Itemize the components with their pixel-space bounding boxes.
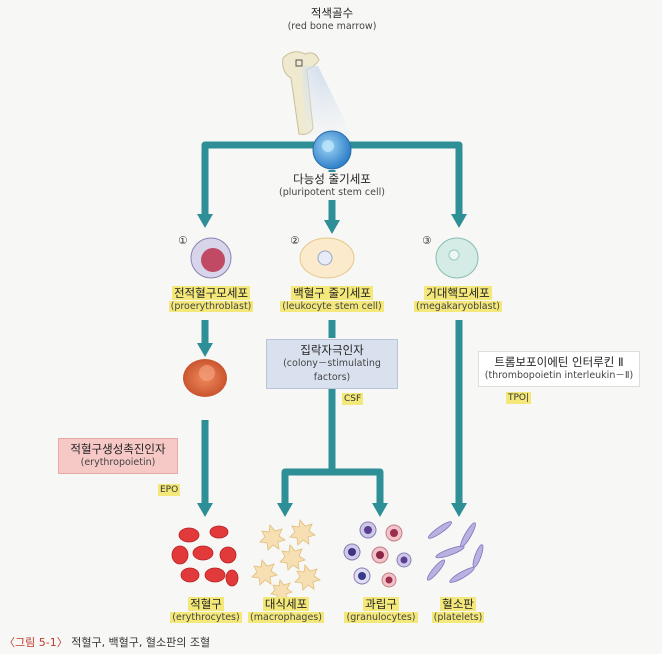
figure-caption: 〈그림 5-1〉 적혈구, 백혈구, 혈소판의 조혈 xyxy=(4,634,210,650)
tpo-tag: TPO| xyxy=(506,392,532,404)
megakaryoblast-en: (megakaryoblast) xyxy=(413,301,503,312)
erythrocytes-label: 적혈구 (erythrocytes) xyxy=(160,597,252,625)
platelets-ko: 혈소판 xyxy=(440,597,476,611)
tpo-box: 트롬보포이에틴 인터루킨 Ⅱ (thrombopoietin interleuk… xyxy=(478,351,640,387)
megakaryoblast-label: 거대핵모세포 (megakaryoblast) xyxy=(402,286,514,314)
erythrocytes-icon xyxy=(171,525,239,587)
csf-ko: 집락자극인자 xyxy=(300,343,364,357)
bone-icon xyxy=(282,51,352,135)
macrophages-icon xyxy=(251,519,321,602)
proerythroblast-label: 전적혈구모세포 (proerythroblast) xyxy=(150,286,272,314)
red-bone-marrow-en: (red bone marrow) xyxy=(287,21,377,32)
epo-box: 적혈구생성촉진인자 (erythropoietin) xyxy=(58,438,178,474)
epo-ko: 적혈구생성촉진인자 xyxy=(70,442,166,456)
red-bone-marrow-ko: 적색골수 xyxy=(310,6,354,20)
stem-cell-ko: 다능성 줄기세포 xyxy=(293,172,371,186)
platelets-icon xyxy=(426,521,484,583)
csf-box: 집락자극인자 (colony－stimulating factors) xyxy=(266,339,398,389)
branch-number-3: ③ xyxy=(422,235,432,247)
caption-text: 적혈구, 백혈구, 혈소판의 조혈 xyxy=(71,636,211,649)
macrophages-ko: 대식세포 xyxy=(262,597,310,611)
granulocytes-label: 과립구 (granulocytes) xyxy=(335,597,427,625)
platelets-label: 혈소판 (platelets) xyxy=(418,597,498,625)
branch-number-1: ① xyxy=(178,235,188,247)
leukocyte-stem-cell-ko: 백혈구 줄기세포 xyxy=(291,286,373,300)
csf-en-1: (colony－stimulating xyxy=(283,358,381,369)
leukocyte-stem-cell-label: 백혈구 줄기세포 (leukocyte stem cell) xyxy=(266,286,398,314)
stem-cell-en: (pluripotent stem cell) xyxy=(279,187,385,198)
megakaryoblast-ko: 거대핵모세포 xyxy=(424,286,492,300)
erythroid-progenitor-icon xyxy=(183,359,227,397)
megakaryoblast-icon xyxy=(435,237,479,279)
macrophages-label: 대식세포 (macrophages) xyxy=(240,597,332,625)
macrophages-en: (macrophages) xyxy=(248,612,324,623)
epo-tag: EPO xyxy=(158,484,181,496)
granulocytes-ko: 과립구 xyxy=(363,597,399,611)
platelets-en: (platelets) xyxy=(431,612,485,623)
granulocytes-en: (granulocytes) xyxy=(344,612,418,623)
erythrocytes-en: (erythrocytes) xyxy=(170,612,242,623)
erythrocytes-ko: 적혈구 xyxy=(188,597,224,611)
proerythroblast-icon xyxy=(190,237,232,279)
stem-cell-icon xyxy=(312,130,352,170)
proerythroblast-en: (proerythroblast) xyxy=(168,301,254,312)
csf-en-2: factors) xyxy=(313,372,351,383)
proerythroblast-ko: 전적혈구모세포 xyxy=(171,286,251,300)
epo-en: (erythropoietin) xyxy=(80,457,156,468)
csf-tag: CSF xyxy=(342,393,364,405)
leukocyte-stem-cell-en: (leukocyte stem cell) xyxy=(280,301,384,312)
tpo-ko: 트롬보포이에틴 인터루킨 Ⅱ xyxy=(494,355,624,369)
tpo-en: (thrombopoietin interleukin－Ⅱ) xyxy=(484,370,634,381)
red-bone-marrow-label: 적색골수 (red bone marrow) xyxy=(260,6,404,34)
stem-cell-label: 다능성 줄기세포 (pluripotent stem cell) xyxy=(240,172,424,200)
caption-number: 〈그림 5-1〉 xyxy=(4,636,68,649)
leukocyte-stem-cell-icon xyxy=(299,237,355,279)
granulocytes-icon xyxy=(343,521,412,588)
branch-number-2: ② xyxy=(290,235,300,247)
